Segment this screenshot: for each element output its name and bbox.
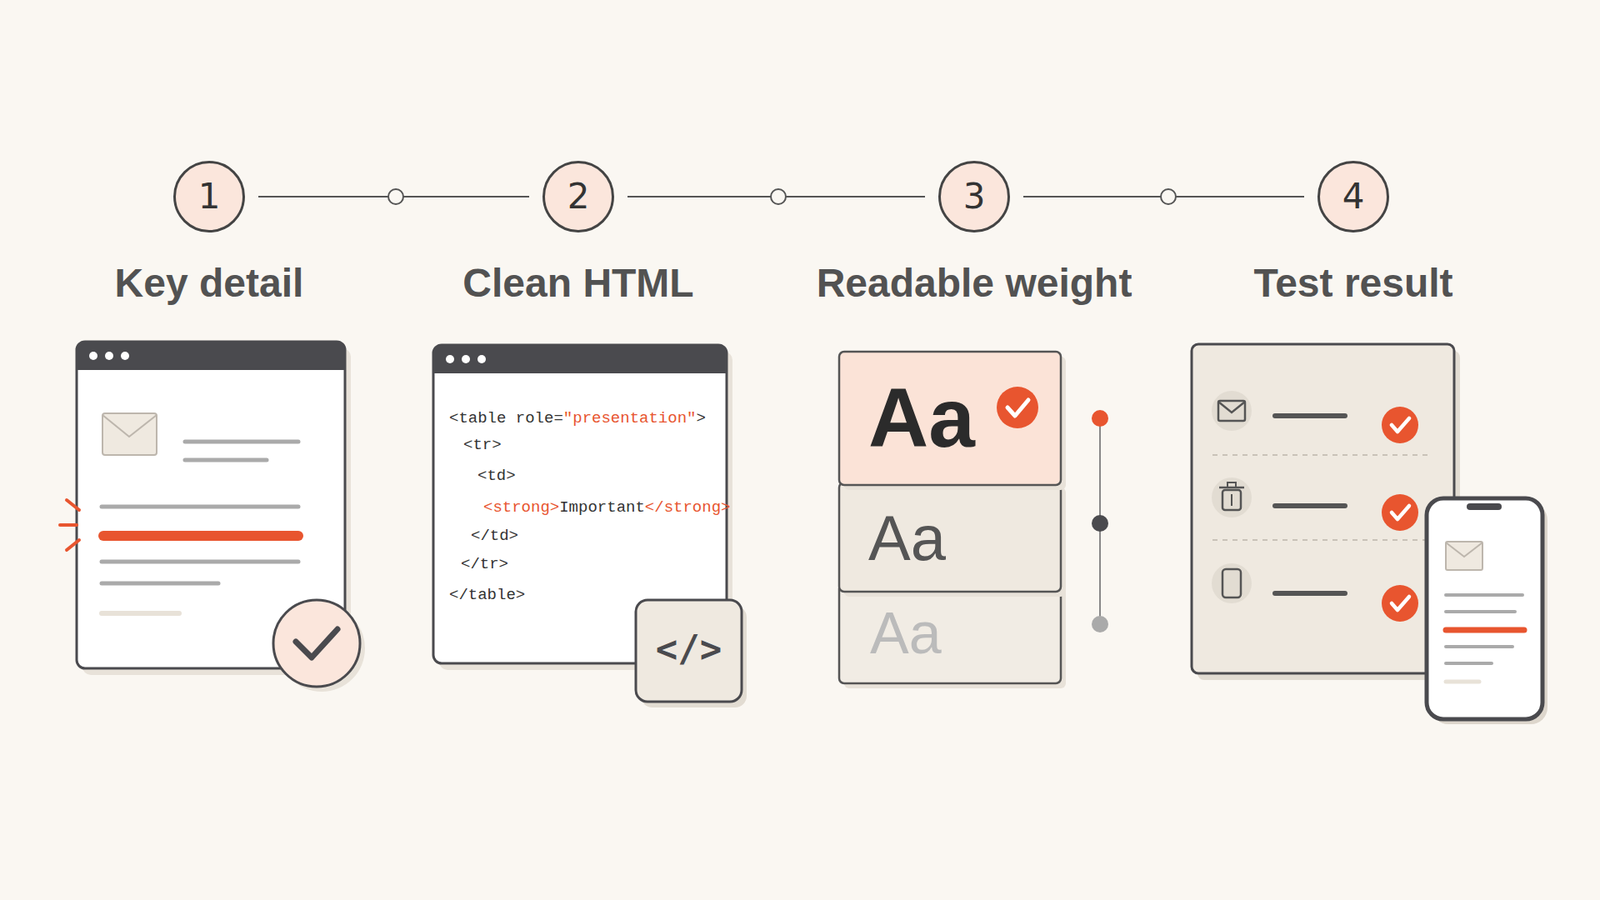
step-circle: 2Clean HTML bbox=[542, 160, 615, 233]
code-token: </tr> bbox=[460, 555, 509, 574]
step-number: 2 bbox=[567, 179, 590, 215]
step-dot bbox=[770, 189, 786, 205]
code-highlight: "presentation" bbox=[563, 409, 697, 428]
code-highlight: </strong> bbox=[645, 498, 731, 517]
code-line: </table> bbox=[449, 585, 525, 605]
code-token: > bbox=[695, 409, 705, 428]
test-checklist bbox=[1191, 344, 1548, 725]
step-circle: 1Key detail bbox=[173, 160, 245, 233]
step-dot bbox=[1160, 189, 1176, 205]
code-token: </table> bbox=[449, 585, 525, 605]
code-line: <td> bbox=[477, 465, 516, 486]
step-circle: 3Readable weight bbox=[938, 160, 1010, 233]
code-line: </tr> bbox=[460, 554, 509, 575]
font-weight-cards bbox=[839, 351, 1109, 689]
step-title: Clean HTML bbox=[361, 261, 795, 305]
font-sample: Aa bbox=[870, 601, 942, 666]
code-token: <table role= bbox=[449, 409, 564, 428]
code-token: <tr> bbox=[463, 435, 502, 455]
code-highlight: <strong> bbox=[483, 498, 560, 517]
step-number: 4 bbox=[1342, 179, 1365, 215]
code-line: </td> bbox=[470, 525, 519, 546]
font-sample: Aa bbox=[868, 503, 946, 574]
code-window bbox=[433, 345, 747, 708]
step-title: Test result bbox=[1136, 261, 1570, 305]
email-window bbox=[60, 341, 365, 692]
code-line: <table role="presentation"> bbox=[449, 408, 706, 429]
font-sample: Aa bbox=[868, 371, 975, 464]
step-title: Readable weight bbox=[757, 261, 1191, 305]
step-title: Key detail bbox=[0, 261, 426, 305]
code-line: <strong>Important</strong> bbox=[483, 497, 730, 518]
step-number: 3 bbox=[963, 179, 986, 215]
code-line: <tr> bbox=[463, 435, 502, 455]
code-icon: </> bbox=[635, 629, 742, 670]
step-number: 1 bbox=[198, 179, 221, 215]
code-token: </td> bbox=[470, 526, 519, 545]
code-token: Important bbox=[559, 498, 645, 517]
code-token: <td> bbox=[477, 466, 516, 485]
step-dot bbox=[388, 189, 404, 205]
step-circle: 4Test result bbox=[1317, 160, 1390, 233]
